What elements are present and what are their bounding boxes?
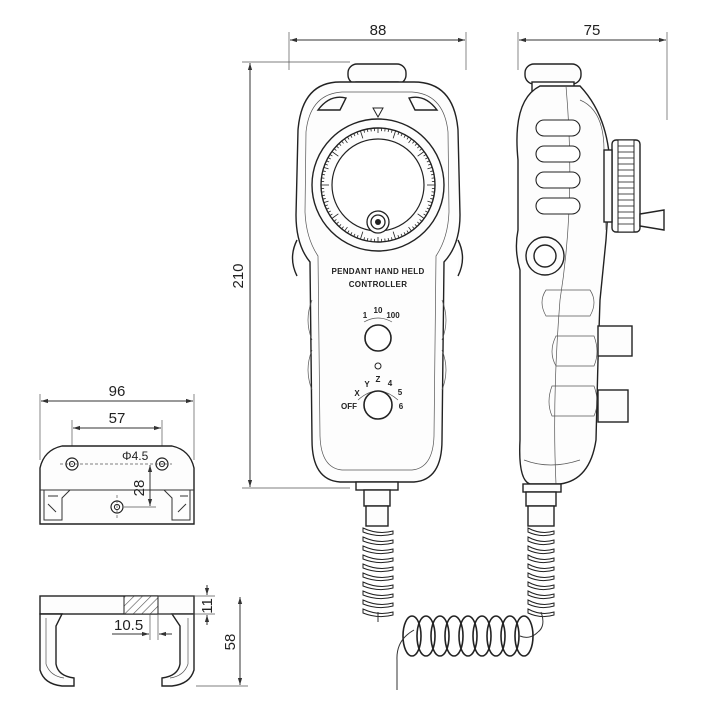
bracket-top-view: 96 57 Φ4.5 28 <box>39 383 195 525</box>
axis-label-6: 6 <box>399 402 404 411</box>
axis-label-z: Z <box>376 375 381 384</box>
panel-label-line1: PENDANT HAND HELD <box>331 267 424 276</box>
handwheel-scale <box>321 128 435 242</box>
axis-knob-side <box>597 389 629 423</box>
axis-label-5: 5 <box>398 388 403 397</box>
dimension-front-width: 88 <box>288 22 467 70</box>
indicator-led <box>374 362 382 370</box>
front-width-label: 88 <box>370 22 387 39</box>
step-label-100: 100 <box>386 311 400 320</box>
front-cable-spring <box>362 527 394 618</box>
axis-label-y: Y <box>364 380 370 389</box>
panel-label-line2: CONTROLLER <box>349 280 408 289</box>
bracket-height-label: 58 <box>222 634 239 651</box>
side-grip-slots <box>535 119 581 215</box>
handwheel-knurl <box>618 145 634 225</box>
pendant-front-view: PENDANT HAND HELD CONTROLLER 1 10 100 OF… <box>291 63 464 622</box>
side-cable-spring <box>527 527 555 618</box>
step-label-1: 1 <box>363 311 368 320</box>
hole-diameter-label: Φ4.5 <box>122 449 149 463</box>
step-label-10: 10 <box>374 306 383 315</box>
dimension-side-width: 75 <box>517 22 668 120</box>
estop-cap-side <box>524 63 582 85</box>
axis-label-x: X <box>354 389 360 398</box>
axis-label-4: 4 <box>388 379 393 388</box>
dimension-height: 210 <box>230 61 350 489</box>
pendant-side-view <box>515 63 665 638</box>
axis-selector-knob[interactable] <box>363 390 393 420</box>
height-label: 210 <box>230 263 247 288</box>
slot-width-label: 10.5 <box>114 617 143 634</box>
coiled-cable <box>402 615 534 657</box>
step-knob-side <box>597 325 633 357</box>
hole-spacing-label: 57 <box>109 410 126 427</box>
side-width-label: 75 <box>584 22 601 39</box>
axis-label-off: OFF <box>341 402 357 411</box>
step-selector-knob[interactable] <box>364 324 392 352</box>
estop-cap-front <box>347 63 407 85</box>
bracket-thickness-label: 11 <box>199 598 216 614</box>
bracket-width-label: 96 <box>109 383 126 400</box>
bracket-side-view: 11 58 10.5 <box>39 585 248 687</box>
hole-vertical-label: 28 <box>131 480 148 497</box>
